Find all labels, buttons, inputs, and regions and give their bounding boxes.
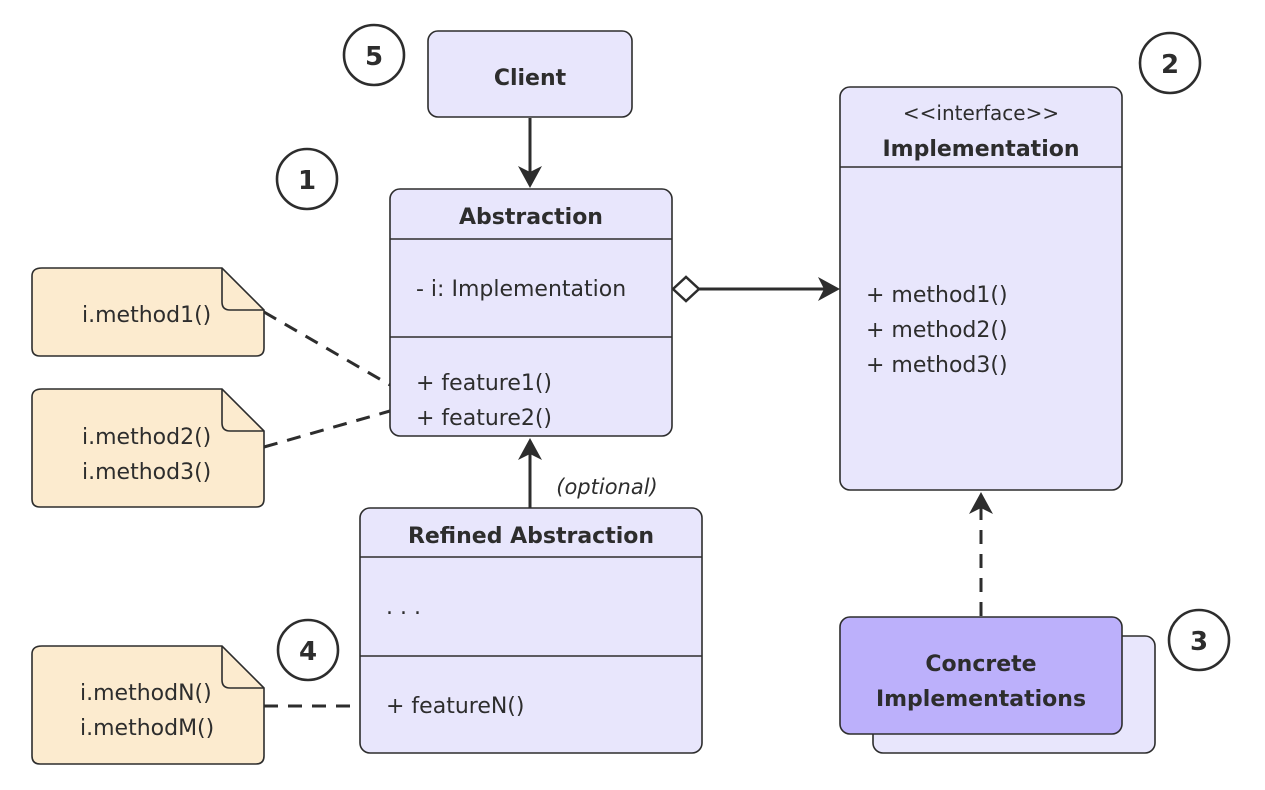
marker-4: 4 <box>276 618 340 682</box>
realization-arrow <box>969 492 993 616</box>
abstraction-class[interactable]: Abstraction - i: Implementation + featur… <box>389 188 673 437</box>
refined-abstraction-class[interactable]: Refined Abstraction . . . + featureN() <box>359 507 703 754</box>
svg-text:2: 2 <box>1161 50 1179 80</box>
aggregation-connector <box>671 275 840 303</box>
marker-5: 5 <box>342 23 406 87</box>
implementation-method-3: + method3() <box>866 353 1008 378</box>
client-label: Client <box>494 66 567 91</box>
note-method1-line1: i.method1() <box>82 303 211 328</box>
concrete-label-line2: Implementations <box>876 687 1086 712</box>
client-to-abstraction-arrow <box>518 118 542 188</box>
note-methodN-M: i.methodN() i.methodM() <box>31 645 265 765</box>
implementation-method-1: + method1() <box>866 283 1008 308</box>
refined-abstraction-method: + featureN() <box>386 694 524 719</box>
refined-abstraction-title: Refined Abstraction <box>408 524 654 549</box>
abstraction-title: Abstraction <box>459 205 603 230</box>
marker-1: 1 <box>275 147 339 211</box>
note-methodN-line1: i.methodN() <box>80 681 212 706</box>
marker-2: 2 <box>1138 31 1202 95</box>
note-method2-3: i.method2() i.method3() <box>31 388 265 508</box>
implementation-method-2: + method2() <box>866 318 1008 343</box>
implementation-title: Implementation <box>882 137 1079 162</box>
aggregation-diamond <box>671 275 701 303</box>
implementation-stereotype: <<interface>> <box>903 101 1059 125</box>
concrete-label-line1: Concrete <box>925 652 1036 677</box>
svg-text:1: 1 <box>298 166 316 196</box>
note-method2-line1: i.method2() <box>82 425 211 450</box>
implementation-interface[interactable]: <<interface>> Implementation + method1()… <box>839 86 1123 491</box>
note-method1: i.method1() <box>31 267 265 357</box>
abstraction-field: - i: Implementation <box>416 277 626 302</box>
note2-connector <box>263 409 391 449</box>
svg-text:4: 4 <box>299 637 317 667</box>
refined-abstraction-body: . . . <box>386 595 421 620</box>
concrete-implementations[interactable]: Concrete Implementations <box>839 616 1156 754</box>
abstraction-method-1: + feature1() <box>416 371 552 396</box>
optional-label: (optional) <box>556 475 658 499</box>
abstraction-method-2: + feature2() <box>416 406 552 431</box>
inheritance-arrow <box>518 438 542 508</box>
svg-text:5: 5 <box>365 42 383 72</box>
note-methodN-line2: i.methodM() <box>80 716 214 741</box>
note1-connector <box>263 310 391 387</box>
client-box[interactable]: Client <box>427 30 633 118</box>
marker-3: 3 <box>1167 608 1231 672</box>
note-method2-line2: i.method3() <box>82 460 211 485</box>
svg-text:3: 3 <box>1190 627 1208 657</box>
